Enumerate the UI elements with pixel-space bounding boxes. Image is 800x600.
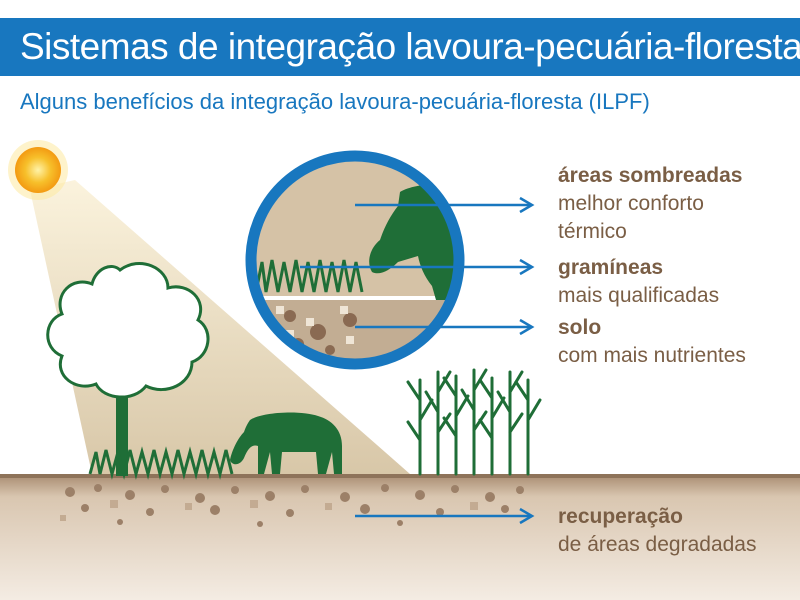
page-subtitle: Alguns benefícios da integração lavoura-… [20,89,650,114]
label-grasses-title: gramíneas [558,256,664,279]
label-soil-line1: com mais nutrientes [558,344,746,367]
soil-particles [65,484,524,527]
arrow-grass [300,258,535,276]
title-bar: Sistemas de integração lavoura-pecuária-… [0,18,800,76]
label-recovery: recuperação de áreas degradadas [558,503,757,559]
arrows [300,196,535,525]
label-shaded-areas-line1: melhor conforto [558,192,704,215]
page-title: Sistemas de integração lavoura-pecuária-… [20,26,800,67]
label-grasses-line1: mais qualificadas [558,284,720,307]
corn-icon [406,368,542,476]
label-recovery-title: recuperação [558,505,683,528]
label-grasses: gramíneas mais qualificadas [558,254,719,310]
label-recovery-line1: de áreas degradadas [558,533,757,556]
label-shaded-areas-line2: térmico [558,220,627,243]
label-shaded-areas: áreas sombreadas melhor conforto térmico [558,162,742,246]
cow-icon [230,412,342,474]
arrow-recovery [355,507,535,525]
grass-strip [88,446,234,480]
arrow-soil [355,318,535,336]
label-soil: solo com mais nutrientes [558,314,746,370]
label-shaded-areas-title: áreas sombreadas [558,164,743,187]
sun-icon [8,140,68,200]
arrow-shade [355,196,535,214]
label-soil-title: solo [558,316,602,339]
